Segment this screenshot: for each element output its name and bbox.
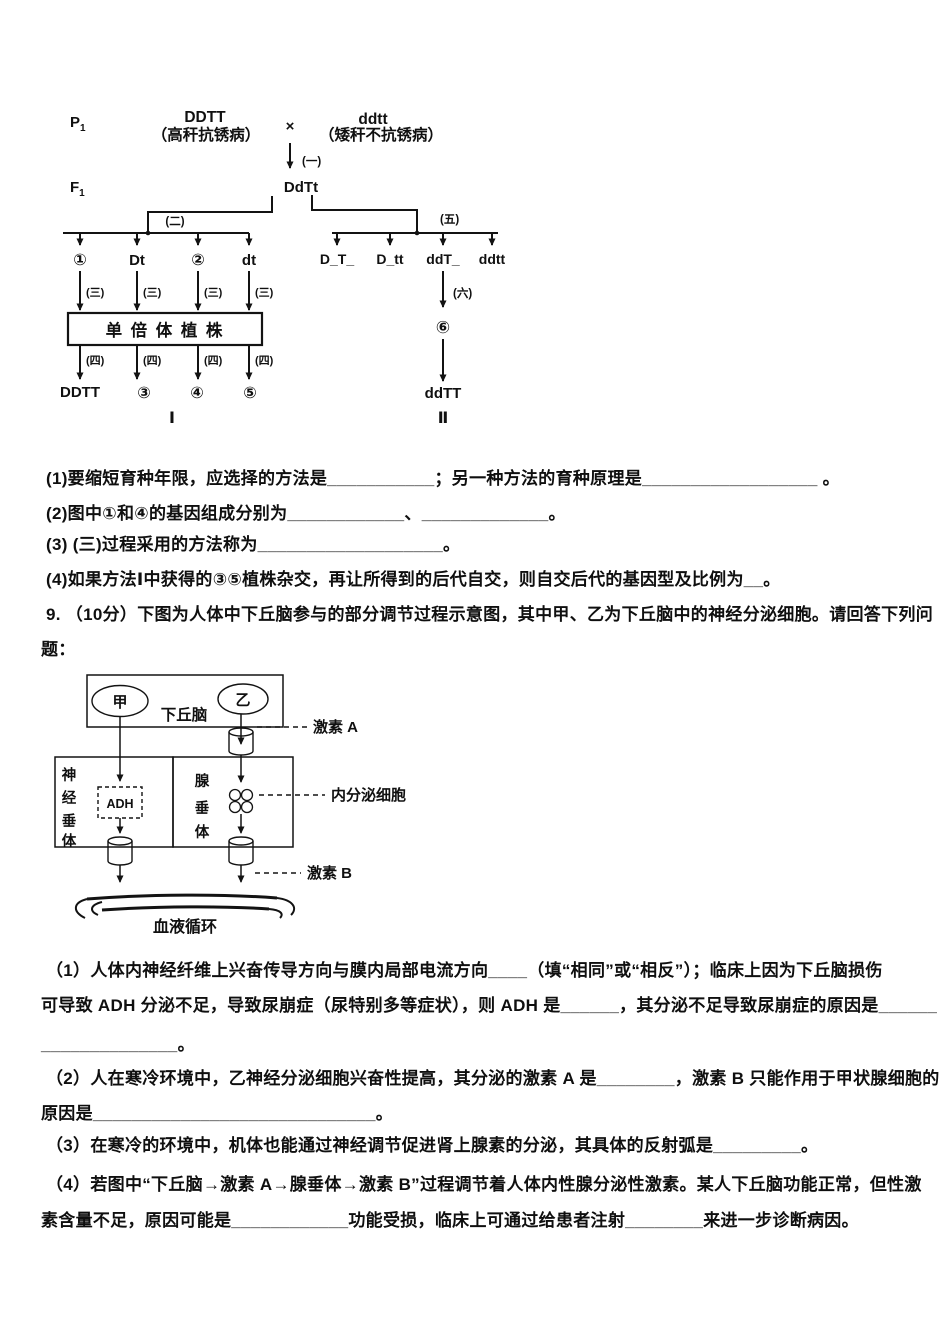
parent1-phenotype: （高秆抗锈病） xyxy=(152,125,261,144)
question9-part1-line1: （1）人体内神经纤维上兴奋传导方向与膜内局部电流方向____（填“相同”或“相反… xyxy=(46,961,883,980)
blood-vessel xyxy=(74,893,296,919)
step-three-label: (三) xyxy=(143,286,162,299)
box-to-result-arrows xyxy=(76,345,253,380)
f2-genotype-2: D_tt xyxy=(376,251,404,267)
cell-jia-label: 甲 xyxy=(112,694,127,711)
left-branch-lines xyxy=(63,196,273,246)
question8-part3: (3) (三)过程采用的方法称为___________________。 xyxy=(46,535,461,554)
question9-part3: （3）在寒冷的环境中，机体也能通过神经调节促进肾上腺素的分泌，其具体的反射弧是_… xyxy=(46,1136,819,1155)
branch-I-label: Ⅰ xyxy=(169,410,175,427)
step-four-label: (四) xyxy=(86,354,105,367)
right-branch-lines xyxy=(311,195,498,246)
step-four-label: (四) xyxy=(143,354,162,367)
gamete-1: ① xyxy=(73,252,87,269)
question8-part1: (1)要缩短育种年限，应选择的方法是___________；另一种方法的育种原理… xyxy=(46,469,840,488)
step-four-label: (四) xyxy=(255,354,274,367)
f2-genotype-4: ddtt xyxy=(479,251,506,267)
gamete-to-box-arrows xyxy=(76,271,253,311)
haploid-box-label: 单 倍 体 植 株 xyxy=(106,320,225,340)
gamete-3: ② xyxy=(191,252,205,269)
adenohypophysis-box xyxy=(172,756,294,848)
parent2-genotype: ddtt xyxy=(358,111,387,128)
adh-label: ADH xyxy=(106,797,133,811)
endocrine-cells-cluster xyxy=(228,788,254,814)
adenohypophysis-char: 腺 xyxy=(195,772,210,790)
question9-part2-line2: 原因是_____________________________。 xyxy=(41,1104,394,1123)
hormone-b-vesicle xyxy=(228,836,254,866)
step-two-label: (二) xyxy=(165,216,184,228)
f2-genotype-3: ddT_ xyxy=(426,251,460,267)
cell-yi-label: 乙 xyxy=(235,692,250,709)
step-three-label: (三) xyxy=(86,286,105,299)
step-three-label: (三) xyxy=(204,286,223,299)
question9-intro-line2: 题： xyxy=(41,640,76,659)
neurohypophysis-char: 体 xyxy=(62,832,77,850)
hypothalamus-regulation-diagram: 甲 乙 下丘脑 激素 A 神 经 垂 xyxy=(54,674,406,936)
parent2-phenotype: （矮秆不抗锈病） xyxy=(319,125,443,144)
question9-intro-line1: 9. （10分）下图为人体中下丘脑参与的部分调节过程示意图，其中甲、乙为下丘脑中… xyxy=(46,605,934,624)
blood-circulation-label: 血液循环 xyxy=(153,917,217,936)
step-one-label: (一) xyxy=(302,156,321,168)
step-six-label: (六) xyxy=(453,286,472,300)
adh-box xyxy=(97,786,143,819)
question9-part4-line2: 素含量不足，原因可能是____________功能受损，临床上可通过给患者注射_… xyxy=(41,1211,859,1230)
adh-release-vesicle xyxy=(107,836,133,866)
result-3: ④ xyxy=(190,385,204,402)
gamete-4: dt xyxy=(242,252,256,269)
neurohypophysis-char: 垂 xyxy=(62,812,77,830)
neurohypophysis-char: 经 xyxy=(62,789,77,807)
question9-part1-line3: ______________。 xyxy=(41,1035,195,1054)
hormone-a-label: 激素 A xyxy=(313,718,358,736)
result-2: ③ xyxy=(137,385,151,402)
neurohypophysis-char: 神 xyxy=(62,766,77,784)
adenohypophysis-char: 体 xyxy=(195,823,210,841)
result-1: DDTT xyxy=(60,384,100,401)
circle-six: ⑥ xyxy=(436,318,450,337)
question8-part2: (2)图中①和④的基因组成分别为____________、___________… xyxy=(46,504,566,523)
question8-part4: (4)如果方法Ⅰ中获得的③⑤植株杂交，再让所得到的后代自交，则自交后代的基因型及… xyxy=(46,570,781,589)
hormone-b-label: 激素 B xyxy=(307,864,352,882)
question9-part4-line1: （4）若图中“下丘脑→激素 A→腺垂体→激素 B”过程调节着人体内性腺分泌性激素… xyxy=(46,1175,922,1194)
gamete-2: Dt xyxy=(129,252,145,269)
branch-II-result: ddTT xyxy=(425,385,462,402)
adenohypophysis-char: 垂 xyxy=(195,799,210,817)
endocrine-cells-label: 内分泌细胞 xyxy=(331,786,406,804)
question9-part2-line1: （2）人在寒冷环境中，乙神经分泌细胞兴奋性提高，其分泌的激素 A 是______… xyxy=(46,1069,940,1088)
parent1-genotype: DDTT xyxy=(184,109,226,126)
step-five-label: (五) xyxy=(440,213,459,226)
f1-generation-label: F1 xyxy=(70,179,85,199)
cross-symbol: × xyxy=(286,118,295,135)
result-4: ⑤ xyxy=(243,385,257,402)
p1-generation-label: P1 xyxy=(70,114,86,134)
hypothalamus-box xyxy=(86,674,284,728)
hypothalamus-label: 下丘脑 xyxy=(161,705,208,724)
step-three-label: (三) xyxy=(255,286,274,299)
question9-part1-line2: 可导致 ADH 分泌不足，导致尿崩症（尿特别多等症状），则 ADH 是_____… xyxy=(41,996,938,1015)
haploid-plant-box: 单 倍 体 植 株 xyxy=(66,311,264,347)
f1-genotype: DdTt xyxy=(284,179,318,196)
f2-genotype-1: D_T_ xyxy=(320,251,354,267)
branch-II-label: Ⅱ xyxy=(438,410,449,427)
step-four-label: (四) xyxy=(204,354,223,367)
genetics-breeding-diagram: P1 DDTT （高秆抗锈病） × ddtt （矮秆不抗锈病） (一) F1 D… xyxy=(60,109,506,427)
